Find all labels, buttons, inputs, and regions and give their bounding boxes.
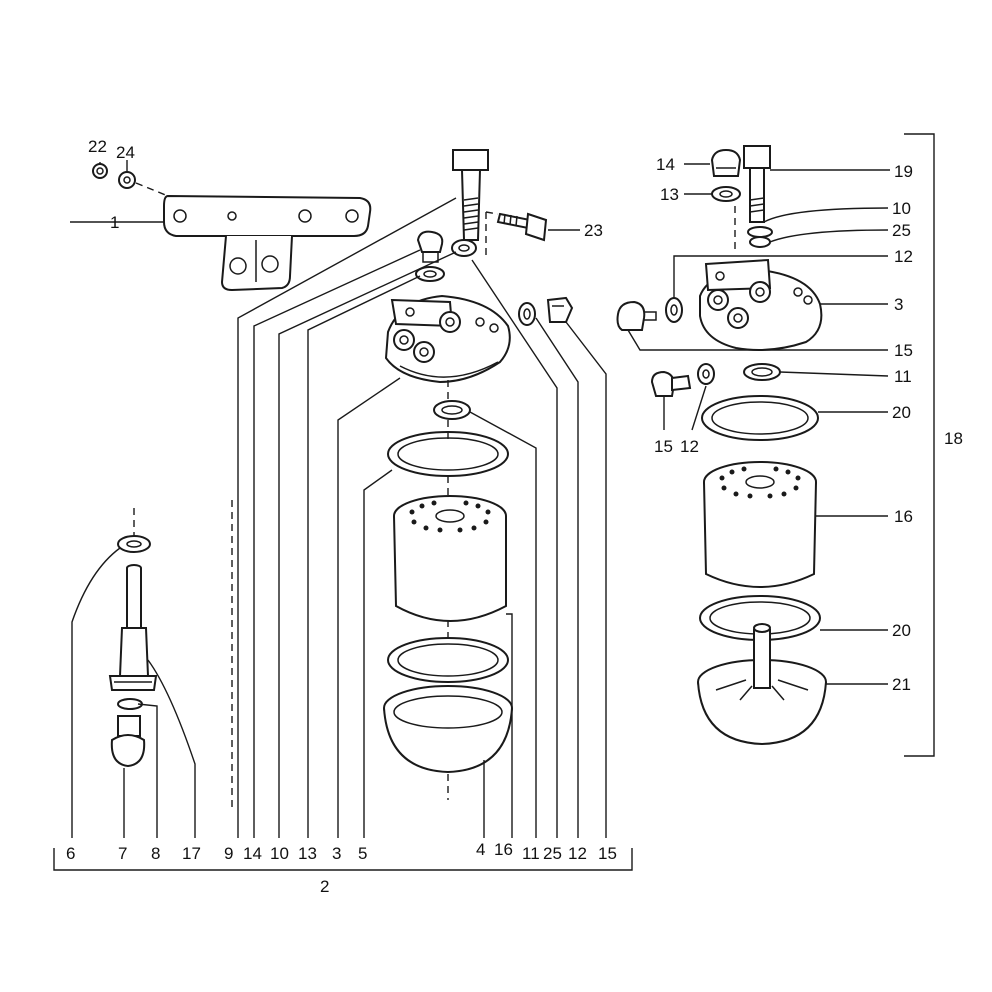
callout-assembly-2: 2	[320, 877, 329, 896]
washer-12-right	[665, 297, 683, 323]
callout-20-bottom: 20	[892, 621, 911, 640]
callout-24: 24	[116, 143, 135, 162]
plug-14	[416, 230, 444, 263]
plug-15-right	[616, 300, 657, 331]
gasket-20-top	[701, 395, 819, 441]
callout-1: 1	[110, 213, 119, 232]
washer-10-left	[451, 239, 477, 257]
callout-23: 23	[584, 221, 603, 240]
screw-15-left	[546, 296, 574, 323]
filter-head-left	[384, 294, 511, 384]
washer-24	[118, 171, 136, 189]
callout-25-right: 25	[892, 221, 911, 240]
callout-22: 22	[88, 137, 107, 156]
washer-13-right	[711, 186, 741, 202]
long-bolt	[452, 149, 489, 241]
callout-15: 15	[598, 844, 617, 863]
callout-21: 21	[892, 675, 911, 694]
washer-13	[415, 266, 445, 282]
filter-element-16-right	[703, 461, 817, 588]
callout-7: 7	[118, 844, 127, 863]
callout-10-right: 10	[892, 199, 911, 218]
top-left-callouts: 22 24 1 23	[88, 137, 603, 240]
callout-17: 17	[182, 844, 201, 863]
washer-12-lower	[697, 363, 715, 385]
axis-bracket	[135, 182, 169, 197]
callout-3-right: 3	[894, 295, 903, 314]
leader-lines-right	[627, 133, 935, 757]
washer-10-right	[747, 226, 773, 238]
callout-10: 10	[270, 844, 289, 863]
callout-12-right: 12	[894, 247, 913, 266]
gasket-5-bottom	[387, 637, 509, 683]
callout-3: 3	[332, 844, 341, 863]
drain-tube-17	[108, 564, 158, 691]
callout-20-top: 20	[892, 403, 911, 422]
callout-11-right: 11	[894, 367, 912, 386]
callout-9: 9	[224, 844, 233, 863]
drain-plug-7	[110, 715, 146, 768]
mounting-bracket	[163, 194, 372, 292]
bowl-21	[697, 623, 827, 746]
callout-16-right: 16	[894, 507, 913, 526]
bowl-4-left	[383, 685, 513, 774]
callout-4: 4	[476, 840, 485, 859]
callout-6: 6	[66, 844, 75, 863]
washer-25-right	[749, 236, 771, 248]
callout-16: 16	[494, 840, 513, 859]
drain-washer-6	[117, 535, 151, 553]
callout-19: 19	[894, 162, 913, 181]
bottom-callouts: 6 7 8 17 9 14 10 13 3 5 4 16 11 25 12 15…	[66, 840, 617, 896]
callout-14: 14	[243, 844, 262, 863]
callout-8: 8	[151, 844, 160, 863]
axis-23	[485, 211, 499, 215]
seal-ring-11-right	[743, 363, 781, 381]
callout-5: 5	[358, 844, 367, 863]
callout-25: 25	[543, 844, 562, 863]
callout-12-lower: 12	[680, 437, 699, 456]
callout-kit-18: 18	[944, 429, 963, 448]
filter-element-16-left	[393, 495, 507, 622]
bolt-19	[743, 145, 771, 223]
bolt-23	[496, 212, 548, 242]
leader-lines-left	[53, 160, 633, 871]
plug-14-right	[710, 148, 742, 177]
callout-14-right: 14	[656, 155, 675, 174]
nut-22	[92, 163, 108, 179]
callout-12: 12	[568, 844, 587, 863]
screw-15-lower	[650, 370, 692, 397]
seal-ring-11-left	[433, 400, 471, 420]
callout-13-right: 13	[660, 185, 679, 204]
filter-head-right	[699, 258, 823, 351]
callout-15-right: 15	[894, 341, 913, 360]
callout-13: 13	[298, 844, 317, 863]
washer-12-left	[518, 302, 536, 326]
right-callouts: 14 19 13 10 25 12 3 15 11 20 16 20 21 15…	[654, 155, 963, 694]
callout-11: 11	[522, 844, 540, 863]
callout-15-lower: 15	[654, 437, 673, 456]
